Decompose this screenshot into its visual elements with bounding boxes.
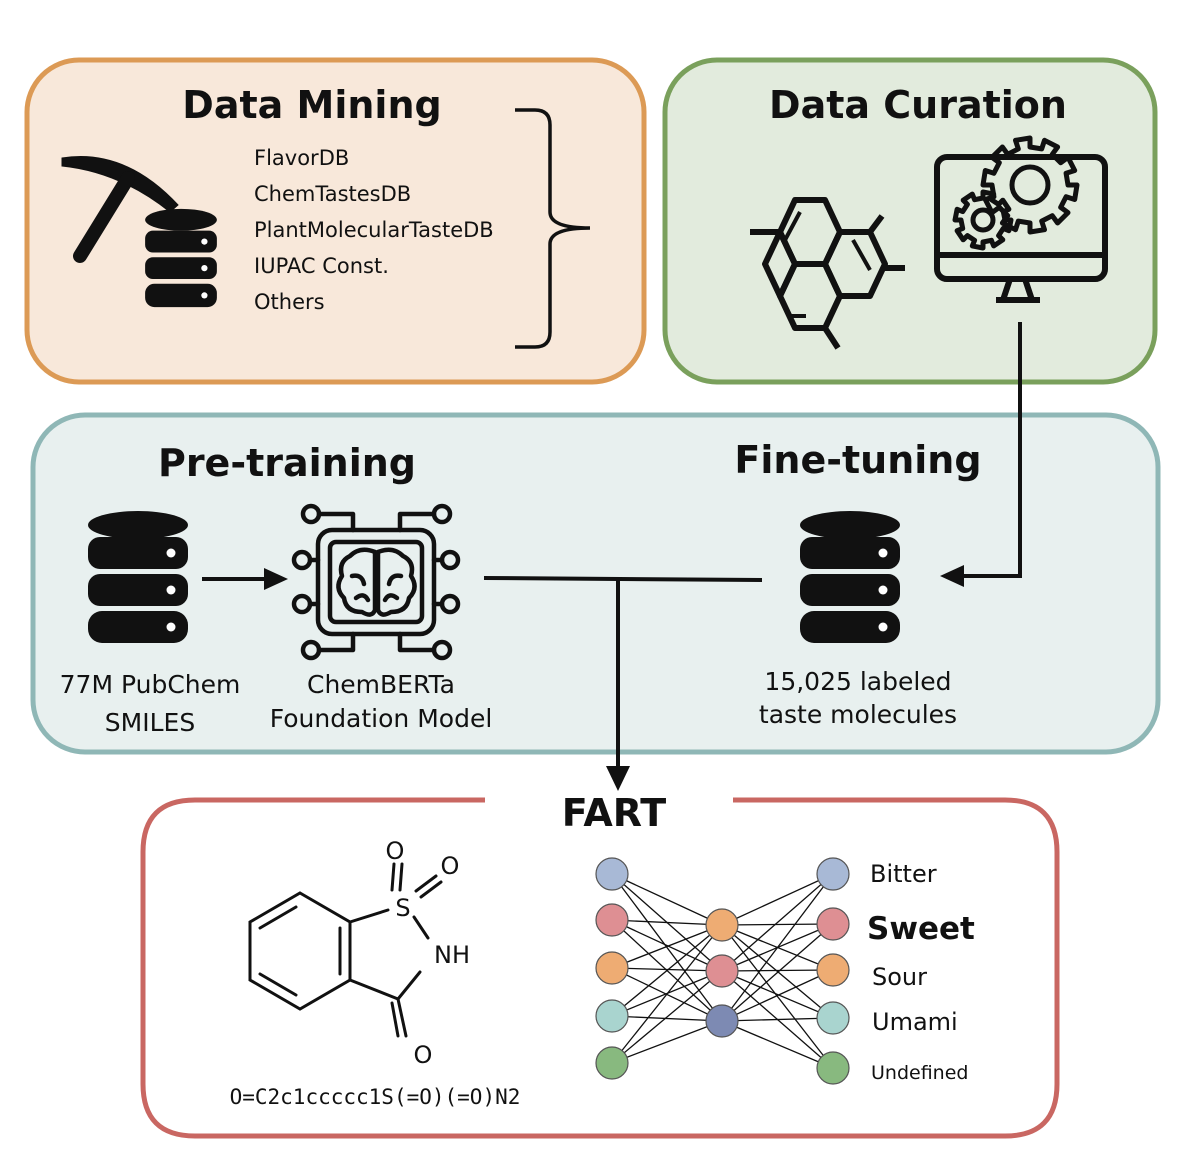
network-edge — [721, 970, 834, 1019]
pretraining-title: Pre-training — [158, 441, 416, 485]
output-sweet: Sweet — [867, 911, 975, 947]
network-edge — [611, 919, 723, 926]
network-edge — [611, 970, 723, 1064]
network-edge — [721, 873, 834, 926]
network-node — [595, 999, 629, 1033]
network-node — [595, 857, 629, 891]
network-nodes — [595, 857, 850, 1085]
network-edge — [721, 1020, 834, 1069]
network-edge — [721, 923, 834, 1022]
network-node — [705, 1004, 739, 1038]
network-node — [816, 1001, 850, 1035]
source-flavordb: FlavorDB — [254, 146, 349, 170]
brace-icon — [515, 108, 591, 349]
network-edge — [721, 969, 834, 972]
model-caption-line2: Foundation Model — [270, 704, 493, 733]
smiles-string: O=C2c1ccccc1S(=O)(=O)N2 — [230, 1085, 521, 1109]
finetuning-db-caption-line1: 15,025 labeled — [764, 667, 951, 696]
data-curation-panel: Data Curation — [662, 57, 1158, 385]
atom-oxygen-top-right: O — [441, 852, 460, 880]
pickaxe-icon — [61, 156, 179, 263]
data-mining-panel: Data Mining FlavorDB ChemTastesDB PlantM… — [24, 57, 647, 385]
arrow-into-finetune-db — [940, 565, 964, 587]
atom-oxygen-top-left: O — [386, 837, 405, 865]
network-node — [595, 951, 629, 985]
pretraining-db-caption-line1: 77M PubChem — [60, 670, 241, 699]
network-edge — [611, 924, 723, 969]
network-edge — [721, 1017, 834, 1022]
network-node — [705, 954, 739, 988]
database-icon — [800, 511, 900, 643]
atom-sulfur: S — [395, 894, 410, 922]
saccharin-molecule-icon — [248, 862, 443, 1038]
output-bitter: Bitter — [870, 860, 937, 888]
database-icon — [145, 208, 217, 308]
network-node — [816, 907, 850, 941]
source-chemtastesdb: ChemTastesDB — [254, 182, 411, 206]
data-curation-title: Data Curation — [769, 83, 1067, 127]
source-iupac-const: IUPAC Const. — [254, 254, 389, 278]
network-edge — [611, 924, 723, 1017]
network-edge — [611, 919, 723, 972]
network-node — [816, 857, 850, 891]
output-umami: Umami — [872, 1008, 958, 1036]
monitor-gears-icon — [934, 154, 1108, 303]
network-edge — [611, 873, 723, 1022]
fart-box — [140, 797, 1060, 1139]
arrow-into-fart — [606, 766, 630, 791]
training-box — [30, 412, 1161, 755]
network-node — [705, 908, 739, 942]
atom-nh: NH — [434, 941, 470, 969]
network-node — [816, 1051, 850, 1085]
connectors — [483, 322, 1022, 770]
network-edge — [721, 923, 834, 926]
output-undefined: Undefined — [871, 1062, 968, 1084]
source-others: Others — [254, 290, 325, 314]
network-node — [816, 953, 850, 987]
finetuning-title: Fine-tuning — [734, 438, 981, 482]
gear-icon — [980, 135, 1080, 235]
fart-panel: FART O O S NH O O=C2c1ccccc1S(=O)(=O)N2 — [140, 791, 1060, 1139]
gear-icon — [952, 189, 1014, 251]
database-icon — [88, 511, 188, 643]
pretraining-db-caption-line2: SMILES — [105, 708, 195, 737]
network-node — [595, 903, 629, 937]
network-edge — [721, 873, 834, 972]
data-mining-title: Data Mining — [182, 83, 441, 127]
network-edges — [611, 873, 834, 1069]
network-node — [595, 1046, 629, 1080]
arrow-db-to-model — [202, 568, 288, 590]
training-panel: Pre-training Fine-tuning 77M PubChem SMI… — [30, 412, 1161, 755]
atom-oxygen-bottom: O — [414, 1041, 433, 1069]
network-edge — [611, 873, 723, 926]
brain-chip-icon — [291, 503, 461, 661]
molecule-icon — [750, 197, 905, 350]
fart-title: FART — [562, 791, 667, 835]
network-edge — [721, 873, 834, 1022]
source-plantmoleculartastedb: PlantMolecularTasteDB — [254, 218, 494, 242]
model-caption-line1: ChemBERTa — [307, 670, 455, 699]
network-edge — [611, 1020, 723, 1064]
finetuning-db-caption-line2: taste molecules — [759, 700, 957, 729]
network-edge — [611, 924, 723, 1064]
network-edge — [721, 924, 834, 1069]
output-sour: Sour — [872, 963, 927, 991]
network-edge — [611, 967, 723, 972]
network-edge — [611, 1015, 723, 1022]
network-edge — [721, 969, 834, 1022]
network-edge — [721, 924, 834, 1019]
